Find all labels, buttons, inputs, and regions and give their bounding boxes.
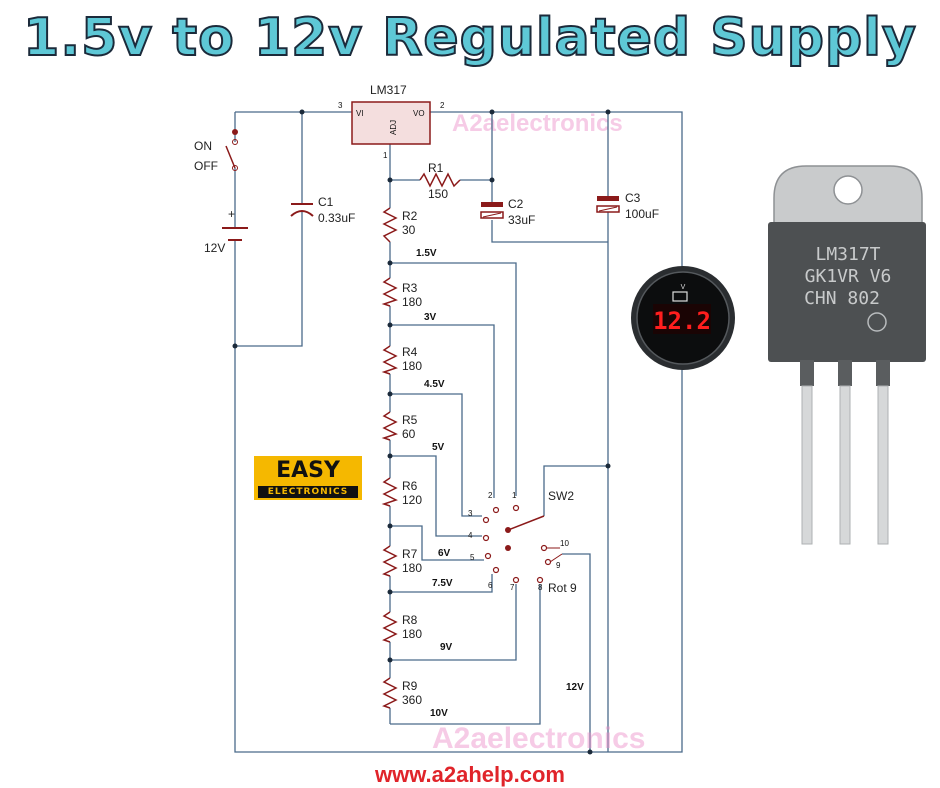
sw2-pin-9: 9 bbox=[556, 561, 561, 570]
r8-symbol bbox=[382, 611, 398, 643]
watermark-bottom: A2aelectronics bbox=[432, 722, 646, 755]
sw2-name: SW2 bbox=[548, 489, 574, 503]
r6-symbol bbox=[381, 477, 398, 507]
r1-value: 150 bbox=[428, 187, 448, 201]
r6-value: 120 bbox=[402, 493, 422, 507]
r1-name: R1 bbox=[428, 161, 444, 175]
tap-7-5v: 7.5V bbox=[432, 578, 453, 589]
r2-value: 30 bbox=[402, 223, 416, 237]
battery-plus: + bbox=[228, 207, 235, 221]
r4-value: 180 bbox=[402, 359, 422, 373]
c1-value: 0.33uF bbox=[318, 211, 355, 225]
tap-1-5v: 1.5V bbox=[416, 248, 437, 259]
c3-value: 100uF bbox=[625, 207, 659, 221]
r9-symbol bbox=[382, 677, 398, 709]
tap-12v: 12V bbox=[566, 682, 584, 693]
lm317-pin-vo: VO bbox=[413, 109, 425, 118]
r4-symbol bbox=[381, 345, 398, 375]
logo-line1: EASY bbox=[276, 458, 340, 483]
switch-on-label: ON bbox=[194, 139, 212, 153]
r3-symbol bbox=[381, 277, 398, 307]
logo-line2: ELECTRONICS bbox=[258, 486, 358, 498]
sw2-pin-8: 8 bbox=[538, 583, 543, 592]
power-switch-symbol bbox=[225, 129, 238, 171]
chip-marking-1: LM317T bbox=[815, 244, 880, 265]
tap-3v: 3V bbox=[424, 312, 437, 323]
c3-name: C3 bbox=[625, 191, 641, 205]
r7-value: 180 bbox=[402, 561, 422, 575]
r5-symbol bbox=[381, 411, 398, 441]
lm317-label: LM317 bbox=[370, 83, 407, 97]
c3-symbol bbox=[596, 196, 620, 213]
c2-symbol bbox=[480, 202, 504, 219]
lm317-pin1: 1 bbox=[383, 151, 388, 160]
lm317t-chip-image bbox=[768, 165, 926, 545]
sw2-pin-4: 4 bbox=[468, 531, 473, 540]
voltmeter-unit: V bbox=[681, 284, 686, 291]
sw2-pin-5: 5 bbox=[470, 553, 475, 562]
tap-5v: 5V bbox=[432, 442, 445, 453]
page-title: 1.5v to 12v Regulated Supply bbox=[22, 7, 917, 69]
wires bbox=[234, 111, 683, 753]
lm317-pin3: 3 bbox=[338, 101, 343, 110]
sw2-pin-7: 7 bbox=[510, 583, 515, 592]
voltmeter-image bbox=[631, 266, 735, 370]
c1-name: C1 bbox=[318, 195, 334, 209]
r3-name: R3 bbox=[402, 281, 418, 295]
chip-marking-3: CHN 802 bbox=[804, 288, 880, 309]
r5-value: 60 bbox=[402, 427, 416, 441]
tap-4-5v: 4.5V bbox=[424, 379, 445, 390]
battery-label: 12V bbox=[204, 241, 225, 255]
r1-symbol bbox=[419, 172, 461, 188]
r2-name: R2 bbox=[402, 209, 418, 223]
r8-value: 180 bbox=[402, 627, 422, 641]
sw2-type: Rot 9 bbox=[548, 581, 577, 595]
r7-symbol bbox=[382, 545, 398, 577]
sw2-pin-2: 2 bbox=[488, 491, 493, 500]
c1-symbol bbox=[290, 203, 314, 217]
r4-name: R4 bbox=[402, 345, 418, 359]
easy-electronics-logo: EASY ELECTRONICS bbox=[254, 456, 362, 500]
tap-9v: 9V bbox=[440, 642, 453, 653]
c2-value: 33uF bbox=[508, 213, 535, 227]
c2-name: C2 bbox=[508, 197, 524, 211]
website-url: www.a2ahelp.com bbox=[375, 762, 565, 787]
r9-name: R9 bbox=[402, 679, 418, 693]
switch-off-label: OFF bbox=[194, 159, 218, 173]
sw2-pin-6: 6 bbox=[488, 581, 493, 590]
r9-value: 360 bbox=[402, 693, 422, 707]
r5-name: R5 bbox=[402, 413, 418, 427]
sw2-pin-3: 3 bbox=[468, 509, 473, 518]
lm317-body bbox=[351, 101, 431, 145]
chip-marking-2: GK1VR V6 bbox=[805, 266, 892, 287]
lm317-pin-adj: ADJ bbox=[389, 120, 398, 135]
r7-name: R7 bbox=[402, 547, 418, 561]
battery-symbol bbox=[222, 227, 248, 241]
tap-6v: 6V bbox=[438, 548, 451, 559]
r2-symbol bbox=[382, 207, 398, 243]
sw2-pin-10: 10 bbox=[560, 539, 569, 548]
junction-dots bbox=[232, 109, 611, 755]
rotary-switch-symbol bbox=[482, 504, 563, 584]
voltmeter-reading: 12.2 bbox=[653, 307, 711, 335]
r8-name: R8 bbox=[402, 613, 418, 627]
lm317-pin2: 2 bbox=[440, 101, 445, 110]
watermark-top: A2aelectronics bbox=[452, 110, 623, 137]
sw2-pin-1: 1 bbox=[512, 491, 517, 500]
r6-name: R6 bbox=[402, 479, 418, 493]
tap-10v: 10V bbox=[430, 708, 448, 719]
lm317-pin-vi: VI bbox=[356, 109, 364, 118]
r3-value: 180 bbox=[402, 295, 422, 309]
